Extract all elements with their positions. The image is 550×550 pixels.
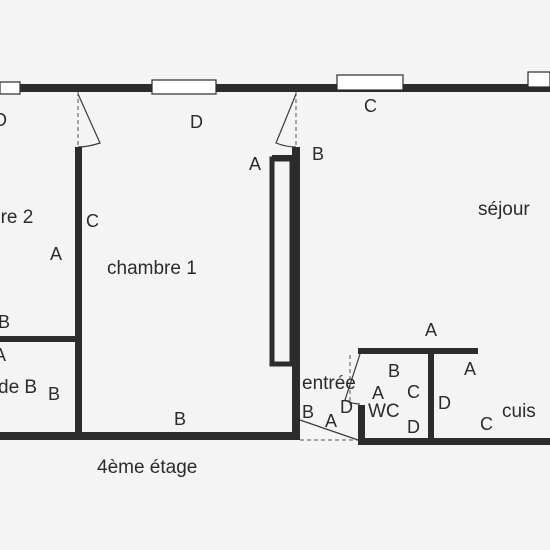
label-bath-top: A — [0, 345, 6, 365]
wc-kitchen-bottom-wall — [358, 438, 550, 445]
room-cuisine: cuis — [502, 401, 536, 422]
window-right — [527, 71, 550, 88]
door-swing-closet — [275, 93, 297, 148]
room-entree: entrée — [302, 373, 356, 394]
label-wc-right-c: C — [407, 382, 420, 402]
label-closet-right: B — [312, 144, 324, 164]
label-top-mid-window: D — [190, 112, 203, 132]
label-chambre2-bottom: B — [0, 312, 10, 332]
label-kitchen-right-a: A — [464, 359, 476, 379]
label-wc-left-a: A — [372, 383, 384, 403]
wall-chambre1-sejour — [292, 147, 300, 440]
label-closet-left: A — [249, 154, 261, 174]
label-entree-a: A — [325, 411, 337, 431]
label-wc-right-d: D — [407, 417, 420, 437]
label-kitchen-c: C — [480, 414, 493, 434]
bottom-wall — [0, 432, 300, 440]
label-chambre1-bottom: B — [174, 409, 186, 429]
window-chambre1 — [151, 79, 217, 95]
label-bath-right: B — [48, 384, 60, 404]
label-kitchen-d: D — [438, 393, 451, 413]
closet — [269, 156, 295, 367]
window-sejour — [336, 74, 404, 91]
entree-door-swing — [299, 419, 359, 441]
wc-left-wall — [358, 405, 365, 445]
floor-caption: 4ème étage — [97, 457, 197, 478]
label-wc-top: A — [425, 320, 437, 340]
label-wc-top-inner: B — [388, 361, 400, 381]
wc-top-wall — [358, 348, 478, 354]
label-chambre1-left-wall: C — [86, 211, 99, 231]
room-salle-de-bain: de B — [0, 377, 37, 398]
wall-chambre2-chambre1 — [75, 147, 82, 437]
label-wc-left-d: D — [340, 397, 353, 417]
label-top-right-window: C — [364, 96, 377, 116]
room-wc: WC — [368, 401, 400, 422]
label-top-left-window: D — [0, 110, 7, 130]
label-chambre2-right-wall: A — [50, 244, 62, 264]
top-wall — [0, 84, 550, 92]
bath-top-wall — [0, 336, 82, 342]
window-left — [0, 81, 21, 95]
room-chambre-1: chambre 1 — [107, 258, 197, 279]
closet-top — [272, 155, 300, 161]
room-sejour: séjour — [478, 199, 530, 220]
label-entree-b: B — [302, 402, 314, 422]
door-swing-chambre1 — [77, 93, 101, 148]
room-chambre-2: bre 2 — [0, 207, 33, 228]
wc-right-wall — [428, 354, 434, 445]
wc-door-swing — [344, 353, 361, 405]
